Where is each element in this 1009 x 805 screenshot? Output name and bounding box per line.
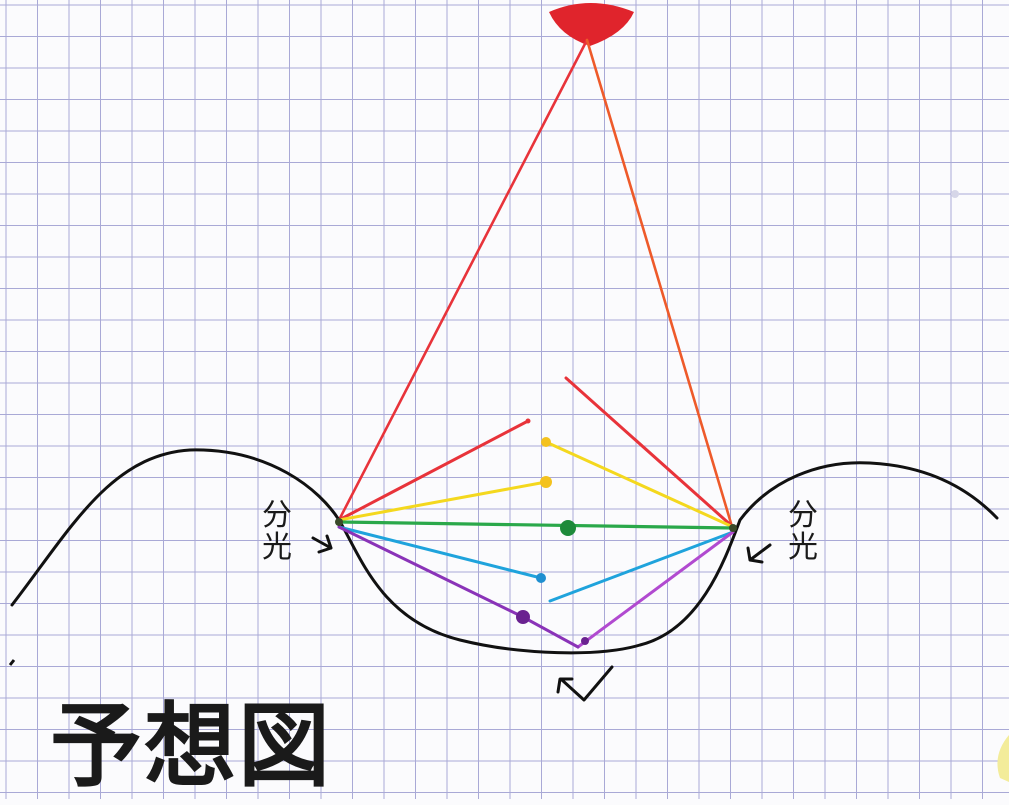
right-arrow	[746, 543, 772, 564]
annotation-arrows	[311, 534, 772, 702]
dot-red-left	[525, 418, 531, 424]
label-left-char-2: 光	[262, 530, 292, 565]
bottom-arrow	[556, 665, 614, 702]
dot-yellow-mid	[540, 476, 552, 488]
dot-purple-bottom	[581, 637, 589, 645]
left-ray-purple	[337, 525, 525, 619]
left-dispersion-rays	[337, 419, 548, 619]
light-source	[549, 3, 634, 46]
green-ray	[337, 520, 735, 530]
right-ray-purple	[576, 530, 735, 649]
diagram-title: 予想図	[50, 693, 333, 800]
purple-ray-bottom	[521, 615, 580, 649]
dot-purple	[516, 610, 530, 624]
dot-left-node	[335, 518, 343, 526]
dot-right-node	[729, 524, 737, 532]
label-dispersion-right: 分 光	[788, 500, 818, 564]
label-left-char-1: 分	[262, 498, 292, 533]
right-ray-yellow	[544, 440, 735, 529]
left-ray-yellow	[337, 480, 548, 522]
left-edge-mark	[8, 659, 16, 666]
label-right-char-1: 分	[788, 498, 818, 533]
incoming-rays	[337, 38, 735, 532]
right-dispersion-rays	[544, 376, 735, 649]
ray-end-dots	[335, 418, 737, 645]
label-dispersion-left: 分 光	[262, 500, 292, 564]
dot-blue-upper	[536, 573, 546, 583]
incoming-ray-right	[585, 38, 735, 532]
hill-curve	[10, 448, 999, 655]
left-ray-blue	[337, 525, 543, 580]
left-ray-red	[337, 419, 530, 522]
dot-yellow-top	[541, 437, 551, 447]
right-ray-blue	[548, 530, 735, 603]
label-right-char-2: 光	[788, 530, 818, 565]
dot-green	[560, 520, 576, 536]
right-ray-red	[564, 376, 735, 529]
corner-mark	[997, 735, 1009, 782]
faded-mark	[951, 190, 959, 198]
left-arrow	[311, 534, 333, 554]
incoming-ray-left	[337, 38, 589, 522]
